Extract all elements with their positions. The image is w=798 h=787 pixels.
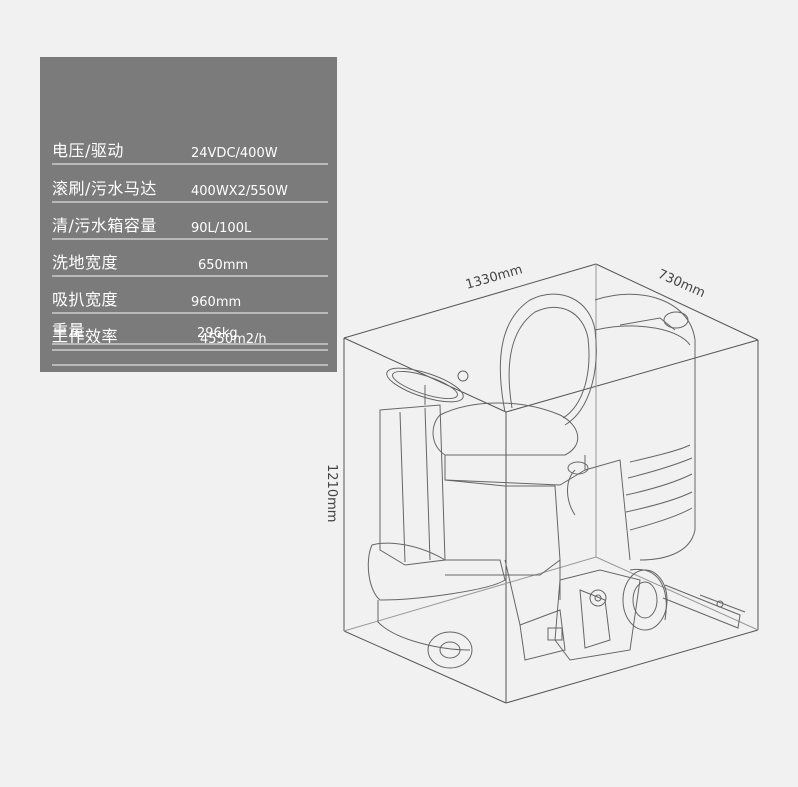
- spec-row-voltage: 电压/驱动 24VDC/400W: [52, 141, 328, 165]
- dimension-box: [343, 263, 759, 704]
- spec-label: 吸扒宽度: [52, 290, 119, 309]
- spec-label: 洗地宽度: [52, 253, 119, 272]
- spec-row-motor: 滚刷/污水马达 400WX2/550W: [52, 179, 328, 203]
- machine-outline: [367, 293, 746, 669]
- spec-label: 电压/驱动: [52, 141, 124, 160]
- spec-panel: 电压/驱动 24VDC/400W 滚刷/污水马达 400WX2/550W 清/污…: [40, 57, 337, 372]
- spec-label: 清/污水箱容量: [52, 216, 157, 235]
- spec-value: 24VDC/400W: [191, 146, 278, 161]
- spec-value: 650mm: [198, 258, 249, 273]
- spec-row-scrub-width: 洗地宽度 650mm: [52, 253, 328, 277]
- spec-value: 400WX2/550W: [191, 184, 288, 199]
- spec-row-weight-line: 重量 296kg: [52, 316, 328, 345]
- spec-value: 296kg: [197, 326, 238, 341]
- dimension-height: 1210mm: [324, 464, 339, 522]
- spec-label: 重量: [52, 321, 86, 340]
- spec-label: 工作效率: [52, 327, 119, 346]
- spec-row-tank: 清/污水箱容量 90L/100L: [52, 216, 328, 240]
- spec-value: 960mm: [191, 295, 242, 310]
- dimension-length: 1330mm: [464, 262, 524, 293]
- spec-row-weight: [52, 364, 328, 366]
- spec-row-squeegee-width: 吸扒宽度 960mm: [52, 290, 328, 314]
- spec-label: 滚刷/污水马达: [52, 179, 157, 198]
- spec-value: 90L/100L: [191, 221, 252, 236]
